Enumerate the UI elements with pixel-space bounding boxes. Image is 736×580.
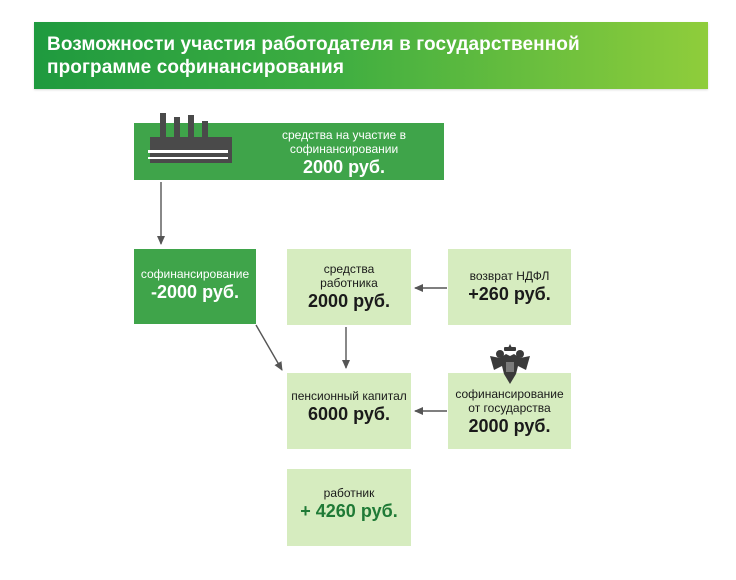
pension-capital-label: пенсионный капитал [291,389,407,403]
employee-funds-box: средства работника 2000 руб. [287,249,411,325]
pension-capital-box: пенсионный капитал 6000 руб. [287,373,411,449]
worker-label: работник [323,486,375,500]
page-title: Возможности участия работодателя в госуд… [47,34,580,78]
employer-amount: 2000 руб. [303,157,385,177]
cofinancing-amount: -2000 руб. [151,282,239,302]
worker-amount: + 4260 руб. [300,501,398,521]
employee-funds-amount: 2000 руб. [308,291,390,311]
state-cofinancing-label: софинансирование от государства [455,387,564,415]
employee-funds-label: средства работника [320,262,378,290]
header-banner: Возможности участия работодателя в госуд… [34,22,708,89]
cofinancing-box: софинансирование -2000 руб. [134,249,256,324]
ndfl-refund-amount: +260 руб. [468,284,551,304]
state-cofinancing-amount: 2000 руб. [468,416,551,436]
employer-funds-box: средства на участие в софинансировании 2… [134,113,444,180]
pension-capital-amount: 6000 руб. [308,404,390,424]
cofinancing-label: софинансирование [140,267,250,281]
state-cofinancing-box: софинансирование от государства 2000 руб… [448,373,571,449]
double-headed-eagle-icon [490,344,530,384]
employer-label: средства на участие в софинансировании [282,128,406,156]
ndfl-refund-label: возврат НДФЛ [469,269,550,283]
arrow-cofinancing-to-pension [255,324,283,371]
factory-icon [148,113,232,163]
employer-text: средства на участие в софинансировании 2… [244,128,444,178]
ndfl-refund-box: возврат НДФЛ +260 руб. [448,249,571,325]
worker-box: работник + 4260 руб. [287,469,411,546]
